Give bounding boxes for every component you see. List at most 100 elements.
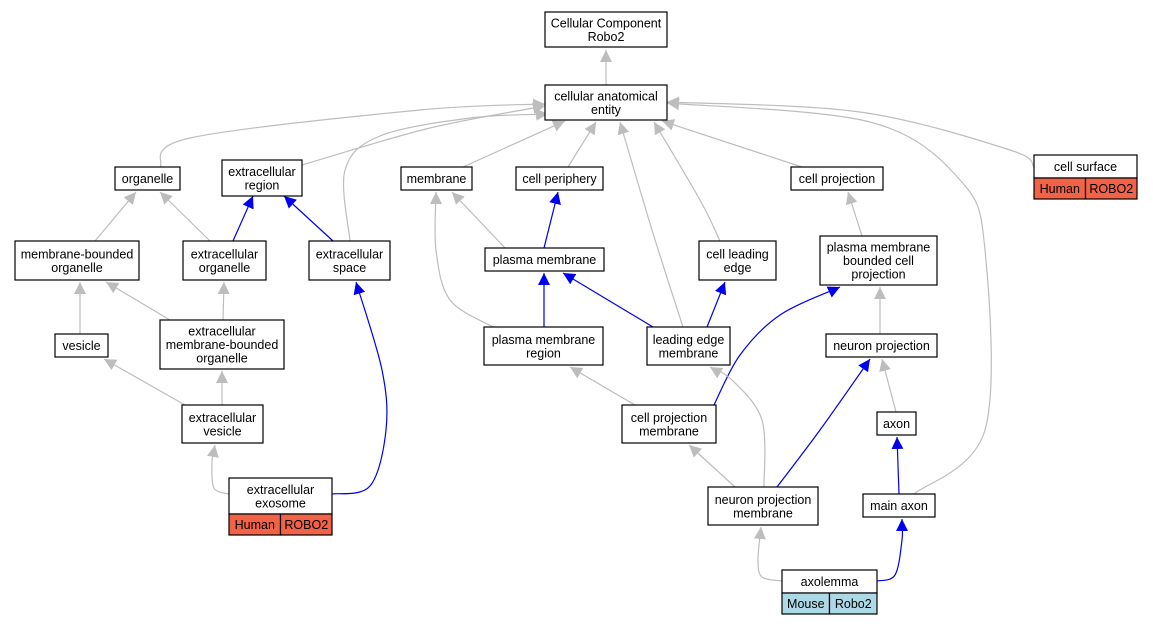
node-organelle[interactable]: organelle <box>114 166 181 191</box>
node-label: space <box>333 261 366 275</box>
node-label: extracellular <box>189 411 256 425</box>
node-label: leading edge <box>653 333 725 347</box>
node-label: membrane-bounded <box>166 338 279 352</box>
node-box <box>646 326 731 366</box>
edge-neuron-projection-membrane-to-neuron-projection <box>776 358 871 488</box>
species-tag-cell <box>828 592 878 615</box>
node-membrane[interactable]: membrane <box>400 166 473 191</box>
edge-pm-region-to-membrane <box>429 191 494 328</box>
edge-cell-periphery-to-cae <box>567 121 597 168</box>
edge-leading-edge-membrane-to-plasma-membrane <box>562 272 654 328</box>
edge-extracellular-space-to-extracellular-region <box>283 195 334 242</box>
edge-main-axon-to-axon <box>891 436 904 495</box>
node-label: Cellular Component <box>551 16 662 30</box>
edge-extracellular-region-to-cae <box>301 102 546 166</box>
node-box <box>707 486 819 526</box>
edge-main-axon-to-cae <box>666 98 992 495</box>
edge-cell-projection-to-cae <box>661 119 803 168</box>
node-label: extracellular <box>191 247 258 261</box>
edges-layer <box>74 50 1035 582</box>
node-cell-periphery[interactable]: cell periphery <box>515 166 604 191</box>
node-box <box>825 333 938 358</box>
species-tag-label: ROBO2 <box>284 518 328 532</box>
edge-axolemma-to-neuron-projection-membrane <box>753 526 783 582</box>
node-label: cell projection <box>631 411 707 425</box>
node-label: organelle <box>196 352 247 366</box>
node-label: membrane <box>407 172 467 186</box>
node-label: entity <box>591 103 622 117</box>
node-box <box>544 84 668 121</box>
node-box <box>221 159 303 197</box>
species-tag-label: Mouse <box>787 597 825 611</box>
node-box <box>181 404 264 444</box>
node-label: membrane <box>733 506 793 520</box>
node-box <box>114 166 181 191</box>
node-label: plasma membrane <box>492 333 596 347</box>
node-plasma-membrane[interactable]: plasma membrane <box>484 247 605 272</box>
node-label: extracellular <box>316 247 383 261</box>
node-main-axon[interactable]: main axon <box>862 493 936 518</box>
node-box <box>483 326 604 366</box>
edge-cell-projection-membrane-to-pm-bounded-cell-projection <box>713 286 841 406</box>
node-neuron-projection[interactable]: neuron projection <box>825 333 938 358</box>
node-label: membrane-bounded <box>21 247 134 261</box>
node-label: axon <box>883 417 910 431</box>
node-label: region <box>245 178 280 192</box>
edge-plasma-membrane-to-membrane <box>451 191 506 249</box>
node-label: cellular anatomical <box>554 89 658 103</box>
node-box <box>862 493 936 518</box>
node-label: bounded cell <box>843 254 914 268</box>
node-box <box>182 240 267 281</box>
edge-extracellular-exosome-to-extracellular-vesicle <box>206 444 230 495</box>
species-tag-label: Robo2 <box>835 597 872 611</box>
node-label: edge <box>724 261 752 275</box>
node-vesicle[interactable]: vesicle <box>54 333 109 358</box>
species-tag-label: Human <box>1040 182 1080 196</box>
edge-cell-surface-to-cae <box>666 96 1035 168</box>
node-box <box>819 235 938 286</box>
node-axon[interactable]: axon <box>876 411 917 436</box>
species-tag-cell <box>1084 177 1138 200</box>
node-label: cell periphery <box>522 172 597 186</box>
node-cell-projection[interactable]: cell projection <box>790 166 884 191</box>
node-label: vesicle <box>203 424 241 438</box>
edge-axon-to-neuron-projection <box>879 358 897 413</box>
edge-neuron-projection-membrane-to-leading-edge-membrane <box>709 366 766 488</box>
edge-pm-bounded-cell-projection-to-cell-projection <box>845 191 863 237</box>
node-label: membrane <box>639 424 699 438</box>
node-box <box>790 166 884 191</box>
node-box <box>484 247 605 272</box>
edge-leading-edge-membrane-to-cae <box>617 121 684 328</box>
node-box <box>544 11 668 48</box>
node-label: plasma membrane <box>827 241 931 255</box>
node-label: extracellular <box>247 483 314 497</box>
node-box <box>698 240 777 281</box>
node-box <box>876 411 917 436</box>
node-label: organelle <box>122 172 173 186</box>
node-box <box>621 404 717 444</box>
edge-plasma-membrane-to-cell-periphery <box>543 191 561 249</box>
node-box <box>308 240 391 281</box>
node-box <box>54 333 109 358</box>
node-label: neuron projection <box>833 339 930 353</box>
node-box <box>515 166 604 191</box>
edge-extracellular-vesicle-to-vesicle <box>103 358 186 406</box>
